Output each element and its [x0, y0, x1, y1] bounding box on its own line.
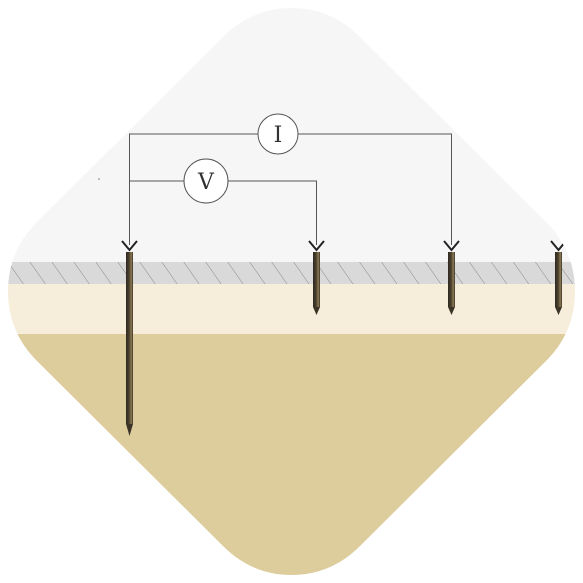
- subsoil-layer: [8, 334, 575, 575]
- voltage-wire-right: [228, 180, 317, 245]
- surface-layer: [8, 262, 575, 284]
- current-meter: I: [257, 113, 299, 155]
- wiring: [129, 133, 452, 245]
- electrode-3: [443, 240, 460, 315]
- electrode-1: [121, 240, 138, 436]
- topsoil-layer: [8, 284, 575, 334]
- current-wire-left: [129, 133, 258, 245]
- current-meter-label: I: [274, 123, 283, 148]
- current-wire-right: [298, 133, 452, 245]
- electrode-2: [308, 240, 325, 315]
- stray-dot: [98, 178, 100, 180]
- voltage-meter: V: [183, 158, 229, 204]
- voltage-meter-label: V: [197, 170, 215, 195]
